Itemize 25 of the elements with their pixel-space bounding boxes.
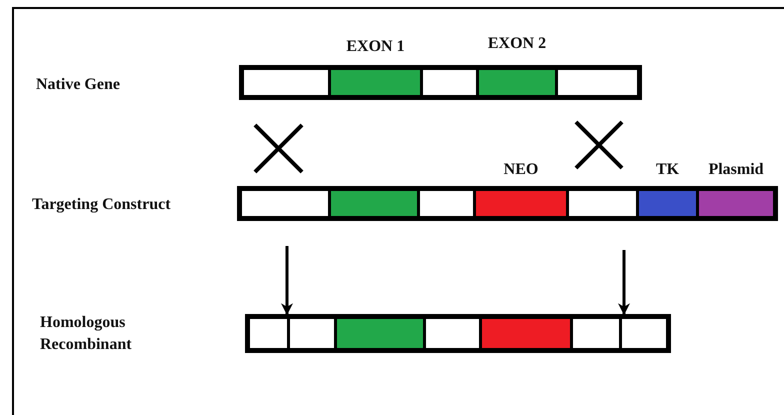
segment-label: Plasmid <box>708 161 764 179</box>
segment-label: EXON 1 <box>346 38 405 56</box>
gene-segment <box>558 70 637 95</box>
segment-label: NEO <box>504 161 538 179</box>
arrow <box>618 250 630 316</box>
gene-segment <box>290 319 334 348</box>
gene-segment <box>331 191 417 216</box>
gene-segment <box>244 70 328 95</box>
gene-segment <box>420 191 473 216</box>
gene-segment <box>622 319 666 348</box>
row-label: Homologous Recombinant <box>40 313 133 355</box>
gene-bar <box>245 314 671 353</box>
gene-segment <box>423 70 476 95</box>
gene-segment <box>426 319 479 348</box>
gene-segment <box>250 319 287 348</box>
gene-segment <box>569 191 636 216</box>
row-label: Native Gene <box>36 76 120 94</box>
gene-segment <box>482 319 570 348</box>
gene-segment <box>337 319 423 348</box>
row-label: Targeting Construct <box>32 196 171 214</box>
gene-segment <box>242 191 328 216</box>
segment-label: EXON 2 <box>488 35 546 53</box>
arrow <box>281 246 293 316</box>
segment-label: TK <box>656 161 680 179</box>
gene-segment <box>573 319 619 348</box>
